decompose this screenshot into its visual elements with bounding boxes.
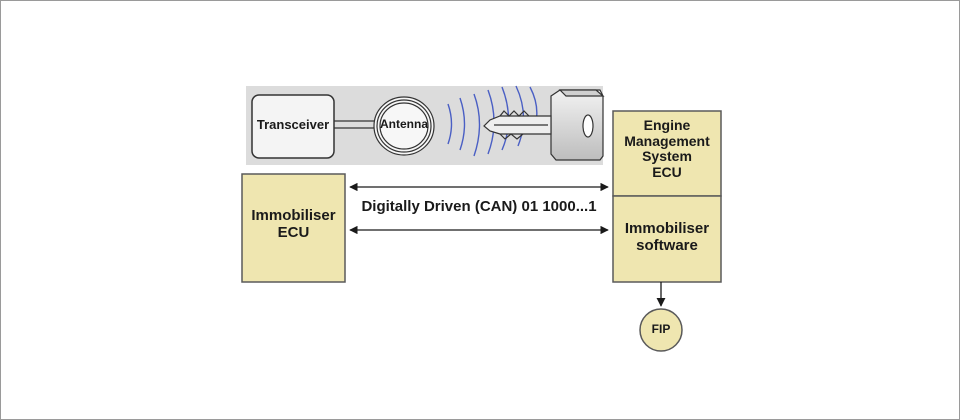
antenna-connection <box>334 120 378 129</box>
immobiliser-software-line2: software <box>636 236 698 254</box>
engine-management-ecu-box <box>612 110 722 197</box>
antenna-label: Antenna <box>380 117 428 131</box>
key-icon <box>483 89 605 161</box>
immobiliser-ecu-box <box>241 173 346 283</box>
engine-ecu-line4: ECU <box>652 164 682 181</box>
immobiliser-software-box <box>612 195 722 283</box>
fip-node <box>639 308 683 352</box>
immobiliser-software-label: Immobiliser software <box>613 220 721 255</box>
bus-link-label: Digitally Driven (CAN) 01 1000...1 <box>361 198 597 215</box>
engine-ecu-line1: Engine <box>643 117 691 133</box>
engine-ecu-label: Engine Management System ECU <box>613 117 721 181</box>
immobiliser-ecu-line2: ECU <box>277 223 310 241</box>
immobiliser-software-line1: Immobiliser <box>624 220 710 237</box>
immobiliser-ecu-label: Immobiliser ECU <box>242 207 345 242</box>
engine-ecu-line2: Management <box>624 132 710 149</box>
fip-label: FIP <box>651 322 671 336</box>
immobiliser-ecu-line1: Immobiliser <box>251 207 336 224</box>
transceiver-box <box>251 94 335 159</box>
engine-ecu-line3: System <box>642 148 692 165</box>
antenna-coil <box>373 96 435 156</box>
transceiver-label: Transceiver <box>256 117 330 132</box>
